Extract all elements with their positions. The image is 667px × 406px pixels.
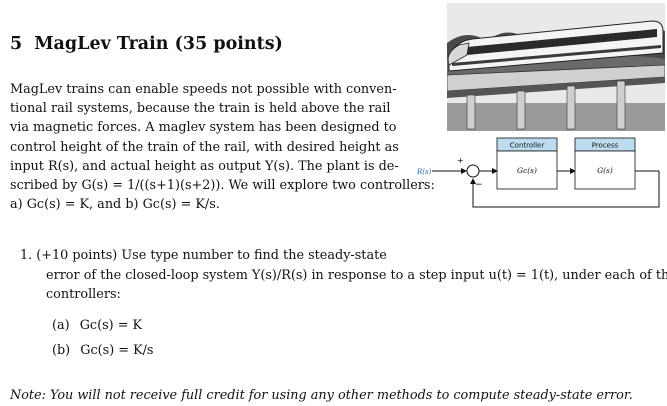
intro-line: a) Gc(s) = K, and b) Gc(s) = K/s. bbox=[10, 197, 220, 213]
intro-line: scribed by G(s) = 1/((s+1)(s+2)). We wil… bbox=[10, 178, 435, 194]
minus-sign: − bbox=[475, 180, 483, 190]
controller-block bbox=[496, 150, 558, 190]
part-label: (b) bbox=[52, 343, 71, 358]
process-block-label: G(s) bbox=[597, 166, 613, 175]
input-label: R(s) bbox=[416, 168, 432, 176]
question-line: error of the closed-loop system Y(s)/R(s… bbox=[46, 267, 667, 283]
maglev-train-photo bbox=[447, 3, 665, 131]
intro-line: via magnetic forces. A maglev system has… bbox=[10, 120, 397, 136]
part-a: (a) Gc(s) = K bbox=[52, 318, 142, 333]
intro-line: MagLev trains can enable speeds not poss… bbox=[10, 82, 397, 97]
note: Note: You will not receive full credit f… bbox=[10, 388, 633, 403]
controller-block-label: Gc(s) bbox=[517, 166, 537, 175]
intro-line: tional rail systems, because the train i… bbox=[10, 101, 391, 117]
block-diagram: R(s) + − Controller Gc(s) Process G(s) bbox=[416, 137, 660, 208]
controller-header-label: Controller bbox=[510, 142, 545, 150]
part-b: (b) Gc(s) = K/s bbox=[52, 343, 154, 358]
intro-line: control height of the train of the rail,… bbox=[10, 139, 399, 155]
question-line: controllers: bbox=[46, 287, 121, 303]
question-1: 1. (+10 points) Use type number to find … bbox=[20, 246, 667, 305]
section-number: 5 bbox=[10, 34, 23, 54]
part-label: (a) bbox=[52, 318, 70, 333]
section-heading: 5 MagLev Train (35 points) bbox=[10, 34, 283, 54]
question-line: 1. (+10 points) Use type number to find … bbox=[20, 248, 387, 263]
part-expr: Gc(s) = K bbox=[79, 318, 143, 333]
intro-paragraph: MagLev trains can enable speeds not poss… bbox=[10, 80, 435, 214]
process-header-label: Process bbox=[592, 142, 619, 150]
plus-sign: + bbox=[457, 156, 464, 165]
intro-line: input R(s), and actual height as output … bbox=[10, 158, 399, 174]
part-expr: Gc(s) = K/s bbox=[80, 343, 154, 358]
process-block bbox=[574, 150, 636, 190]
section-title: MagLev Train (35 points) bbox=[34, 34, 283, 54]
summing-junction bbox=[466, 164, 480, 178]
